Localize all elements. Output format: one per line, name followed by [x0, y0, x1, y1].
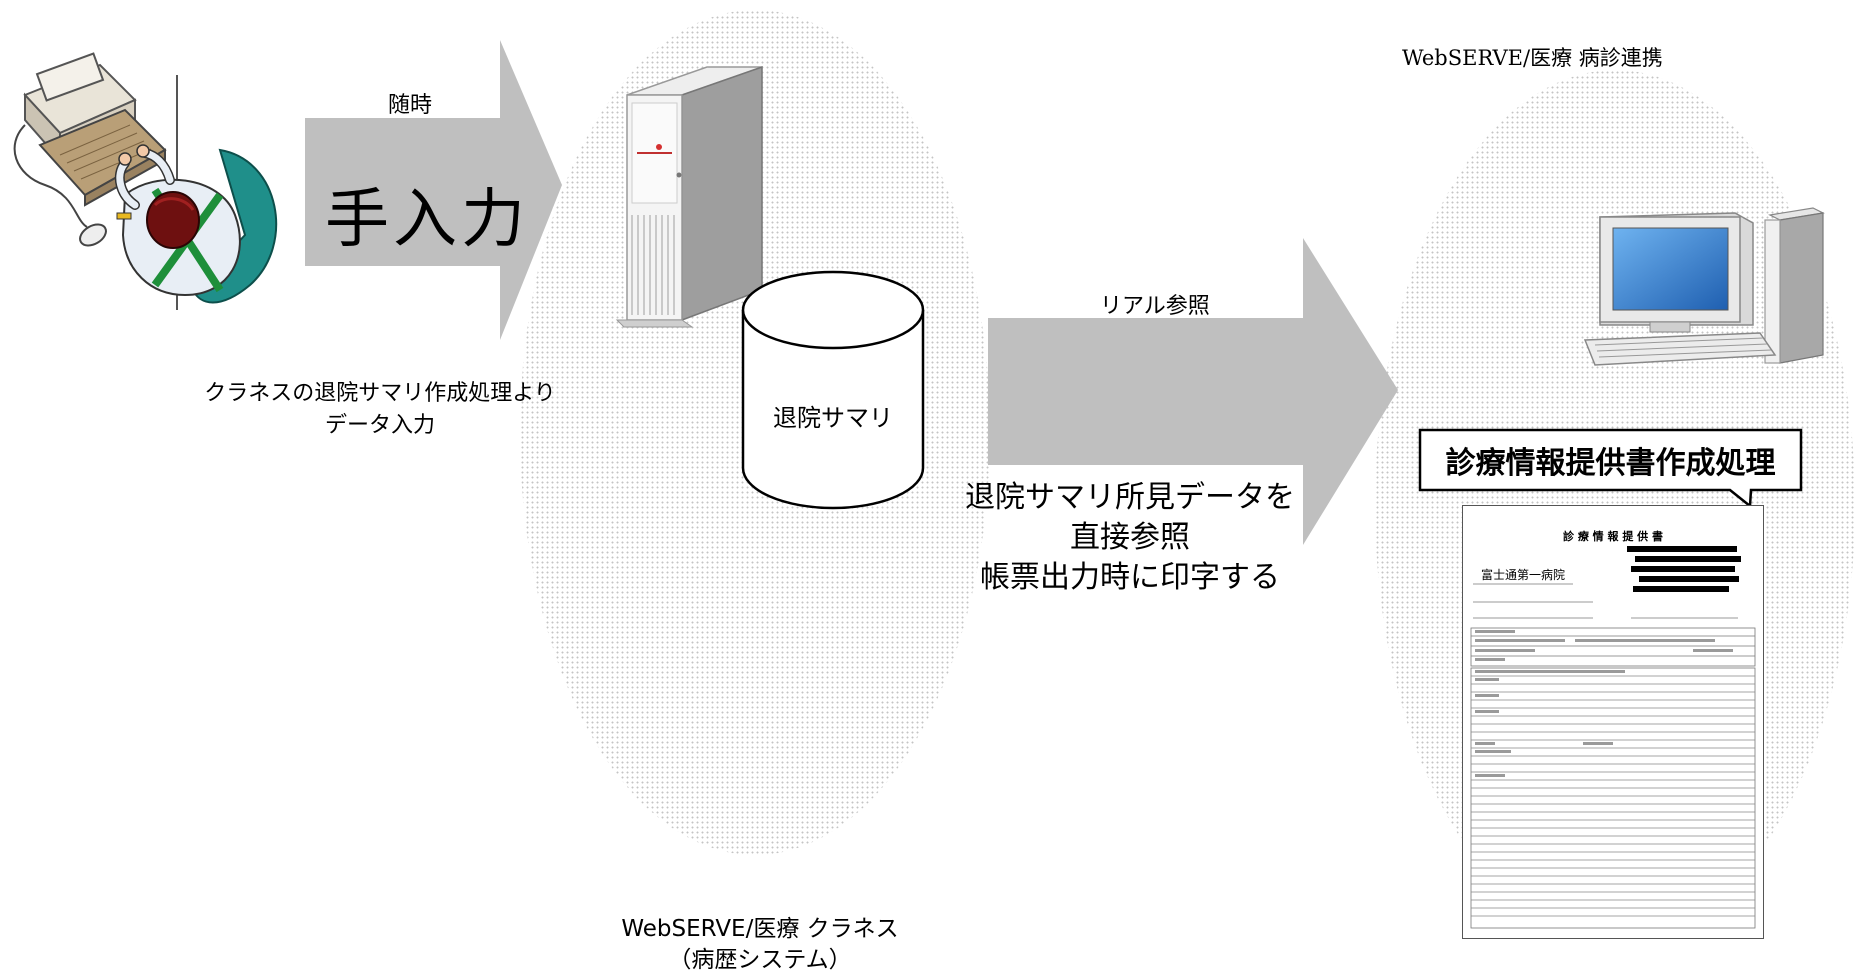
description-line: 退院サマリ所見データを [965, 480, 1295, 515]
system-subtitle: （病歴システム） [668, 947, 852, 973]
description-line: 帳票出力時に印字する [980, 560, 1280, 595]
clanes-system-label: WebSERVE/医療 クラネス （病歴システム） [570, 914, 950, 976]
reference-arrow [988, 238, 1398, 545]
database-cylinder [741, 270, 925, 510]
caption-line: データ入力 [324, 413, 435, 438]
document-form-lines [1470, 546, 1756, 929]
callout-frame [1418, 428, 1803, 509]
reference-mode-label: リアル参照 [1100, 294, 1210, 319]
description-line: 直接参照 [1070, 520, 1190, 555]
manual-input-arrow [305, 40, 562, 340]
server-tower-illustration [615, 65, 763, 328]
manual-input-label: 手入力 [325, 183, 529, 257]
document-title: 診 療 情 報 提 供 書 [1563, 530, 1663, 543]
document-hospital: 富士通第一病院 [1481, 568, 1566, 582]
operator-illustration [13, 52, 278, 310]
reference-description: 退院サマリ所見データを 直接参照 帳票出力時に印字する [925, 478, 1335, 598]
system-name: WebSERVE/医療 クラネス [621, 916, 899, 942]
database-label: 退院サマリ [773, 404, 893, 432]
manual-input-caption: クラネスの退院サマリ作成処理より データ入力 [150, 378, 610, 442]
clinic-system-title: WebSERVE/医療 病診連携 [1402, 46, 1663, 70]
desktop-pc-illustration [1583, 207, 1825, 366]
callout-label: 診療情報提供書作成処理 [1445, 446, 1776, 481]
caption-line: クラネスの退院サマリ作成処理より [204, 381, 556, 406]
timing-label: 随時 [388, 93, 433, 118]
referral-document: 診 療 情 報 提 供 書 富士通第一病院 [1462, 505, 1764, 939]
